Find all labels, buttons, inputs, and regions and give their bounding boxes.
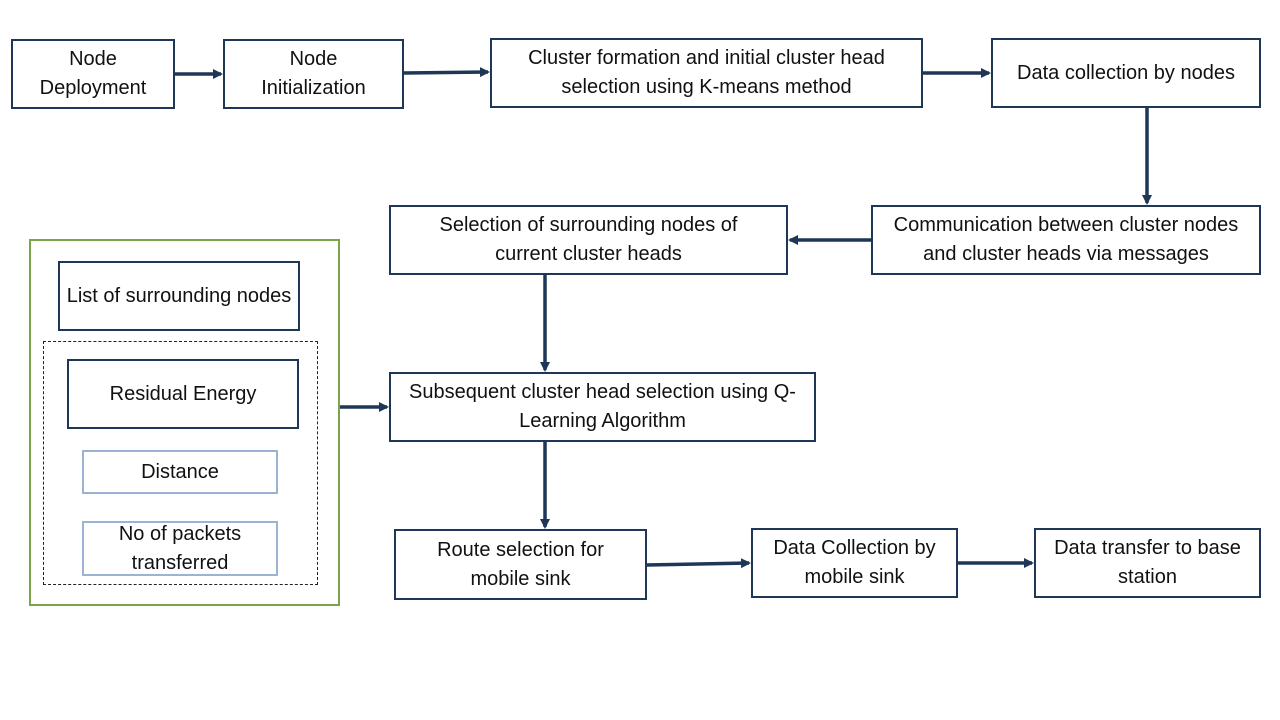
- cluster-formation-label: Cluster formation and initial cluster he…: [528, 47, 885, 98]
- distance-box: Distance: [82, 450, 278, 494]
- distance-label: Distance: [141, 460, 219, 483]
- data-transfer-box: Data transfer to base station: [1034, 528, 1261, 598]
- subsequent-selection-label: Subsequent cluster head selection using …: [409, 381, 796, 432]
- arrow-initialization-to-cluster-formation: [403, 67, 490, 78]
- route-selection-label: Route selection for mobile sink: [437, 538, 604, 590]
- data-transfer-label: Data transfer to base station: [1054, 537, 1241, 588]
- data-collection-sink-box: Data Collection by mobile sink: [751, 528, 958, 598]
- arrow-route-to-data-collection-sink: [646, 558, 751, 569]
- node-parameters-group: [43, 341, 318, 585]
- node-initialization-box: Node Initialization: [223, 39, 404, 109]
- communication-box: Communication between cluster nodes and …: [871, 205, 1261, 275]
- data-collection-nodes-box: Data collection by nodes: [991, 38, 1261, 108]
- subsequent-selection-box: Subsequent cluster head selection using …: [389, 372, 816, 442]
- cluster-formation-box: Cluster formation and initial cluster he…: [490, 38, 923, 108]
- list-surrounding-nodes-box: List of surrounding nodes: [58, 261, 300, 331]
- selection-surrounding-box: Selection of surrounding nodes of curren…: [389, 205, 788, 275]
- selection-surrounding-label: Selection of surrounding nodes of curren…: [439, 214, 738, 265]
- input-parameters-panel: [29, 239, 340, 606]
- packets-transferred-box: No of packets transferred: [82, 521, 278, 576]
- communication-label: Communication between cluster nodes and …: [893, 214, 1239, 265]
- residual-energy-label: Residual Energy: [109, 382, 257, 405]
- list-surrounding-nodes-label: List of surrounding nodes: [66, 284, 292, 307]
- node-initialization-label: Node Initialization: [261, 48, 366, 99]
- data-collection-nodes-label: Data collection by nodes: [1017, 61, 1235, 84]
- packets-transferred-label: No of packets transferred: [118, 522, 242, 574]
- residual-energy-box: Residual Energy: [67, 359, 299, 429]
- node-deployment-box: Node Deployment: [11, 39, 175, 109]
- route-selection-box: Route selection for mobile sink: [394, 529, 647, 600]
- node-deployment-label: Node Deployment: [39, 48, 147, 99]
- data-collection-sink-label: Data Collection by mobile sink: [773, 537, 936, 588]
